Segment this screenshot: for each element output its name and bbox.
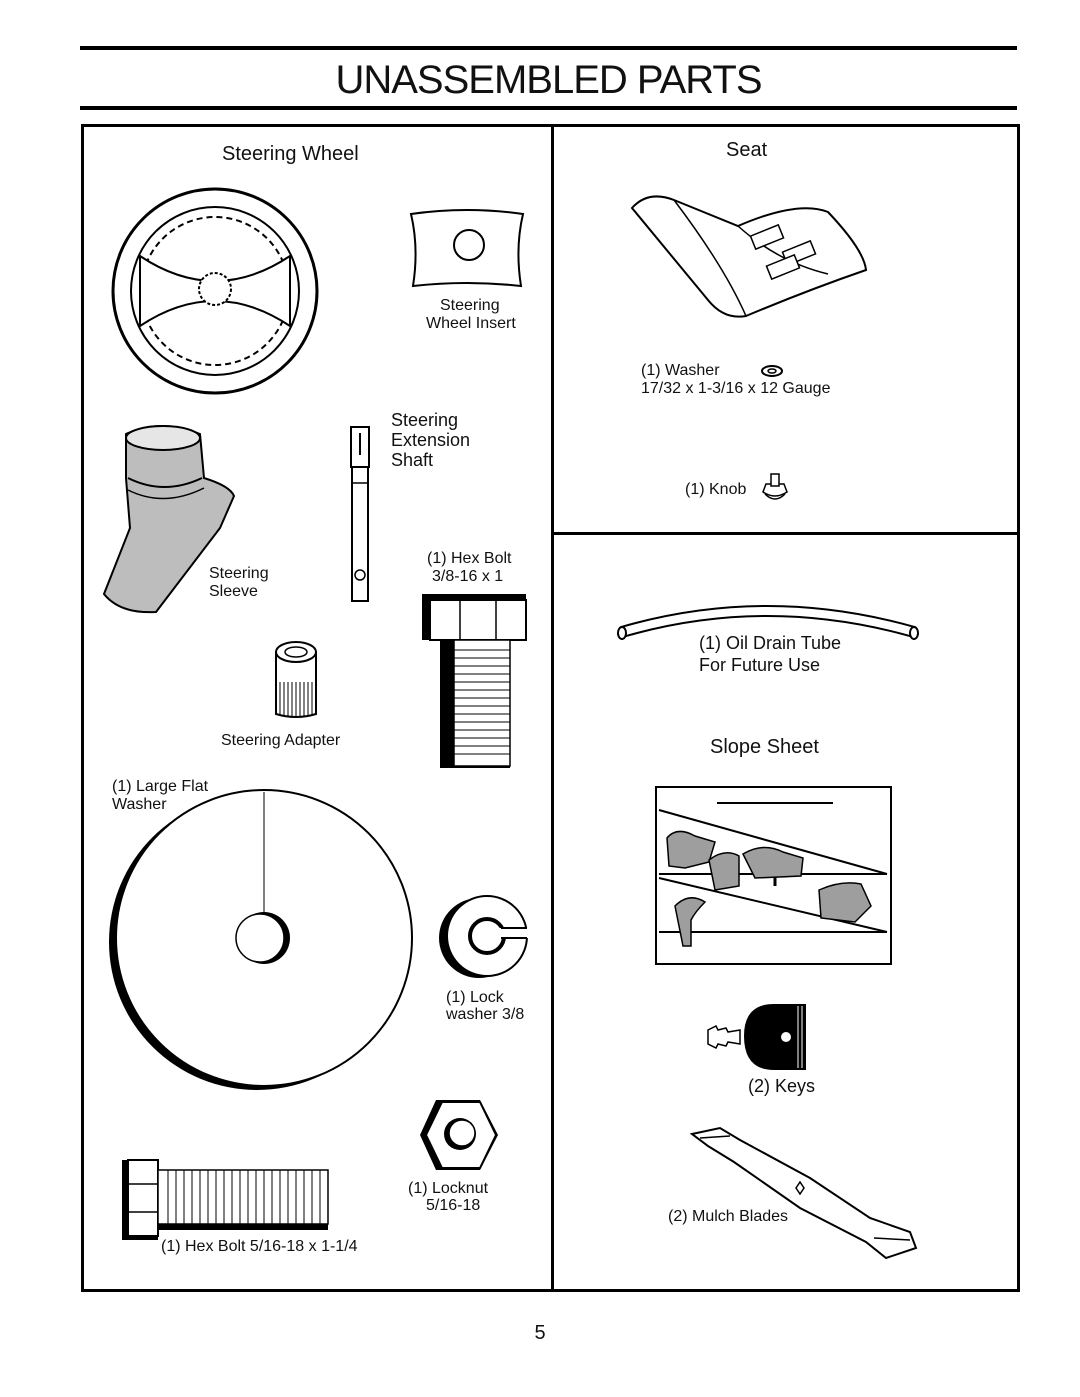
hex-bolt-large-illustration xyxy=(422,594,527,768)
steering-wheel-insert-label-1: Steering xyxy=(440,297,500,314)
hex-bolt-large-label-1: (1) Hex Bolt xyxy=(427,550,512,567)
steering-wheel-heading: Steering Wheel xyxy=(222,143,359,165)
knob-illustration xyxy=(762,473,788,500)
lock-washer-label-1: (1) Lock xyxy=(446,989,504,1006)
washer-label-2: 17/32 x 1-3/16 x 12 Gauge xyxy=(641,380,831,397)
knob-label: (1) Knob xyxy=(685,481,747,498)
locknut-label-1: (1) Locknut xyxy=(408,1180,489,1197)
mulch-blades-label: (2) Mulch Blades xyxy=(668,1208,789,1225)
mulch-blade-illustration xyxy=(689,1126,918,1260)
steering-wheel-insert-label-2: Wheel Insert xyxy=(426,315,516,332)
locknut-label-2: 5/16-18 xyxy=(426,1197,481,1214)
washer-illustration xyxy=(761,365,783,377)
hex-bolt-small-illustration xyxy=(122,1159,329,1240)
steering-extension-shaft-label-3: Shaft xyxy=(391,450,434,470)
key-illustration xyxy=(707,1004,806,1070)
washer-label-1: (1) Washer xyxy=(641,362,720,379)
steering-wheel-illustration xyxy=(111,187,319,395)
locknut-illustration xyxy=(420,1100,498,1170)
steering-sleeve-label-2: Sleeve xyxy=(209,583,258,600)
header-rule-top xyxy=(80,46,1017,50)
seat-heading: Seat xyxy=(726,139,768,161)
right-row-divider xyxy=(553,532,1017,535)
hex-bolt-large-label-2: 3/8-16 x 1 xyxy=(432,568,504,585)
column-divider xyxy=(551,124,554,1290)
lock-washer-label-2: washer 3/8 xyxy=(446,1006,525,1023)
large-flat-washer-illustration xyxy=(109,789,413,1090)
page-title: UNASSEMBLED PARTS xyxy=(335,58,762,102)
steering-extension-shaft-label-1: Steering xyxy=(391,410,459,430)
steering-extension-shaft-illustration xyxy=(350,426,370,602)
page-number: 5 xyxy=(534,1322,546,1344)
steering-extension-shaft-label-2: Extension xyxy=(391,430,471,450)
large-flat-washer-label-2: Washer xyxy=(112,796,167,813)
keys-label: (2) Keys xyxy=(748,1076,816,1096)
oil-drain-tube-label-2: For Future Use xyxy=(699,655,821,675)
slope-sheet-heading: Slope Sheet xyxy=(710,736,819,758)
oil-drain-tube-label-1: (1) Oil Drain Tube xyxy=(699,633,842,653)
seat-illustration xyxy=(630,195,868,318)
lock-washer-illustration xyxy=(439,895,529,978)
steering-adapter-illustration xyxy=(275,641,317,718)
parts-frame xyxy=(81,124,1020,1292)
hex-bolt-small-label: (1) Hex Bolt 5/16-18 x 1-1/4 xyxy=(161,1238,358,1255)
slope-sheet-illustration xyxy=(655,786,892,965)
steering-sleeve-label-1: Steering xyxy=(209,565,269,582)
steering-sleeve-illustration xyxy=(102,425,236,614)
oil-drain-tube-illustration xyxy=(617,605,919,640)
steering-adapter-label: Steering Adapter xyxy=(221,732,341,749)
header-rule-bottom xyxy=(80,106,1017,110)
large-flat-washer-label-1: (1) Large Flat xyxy=(112,778,209,795)
steering-wheel-insert-illustration xyxy=(409,209,525,288)
